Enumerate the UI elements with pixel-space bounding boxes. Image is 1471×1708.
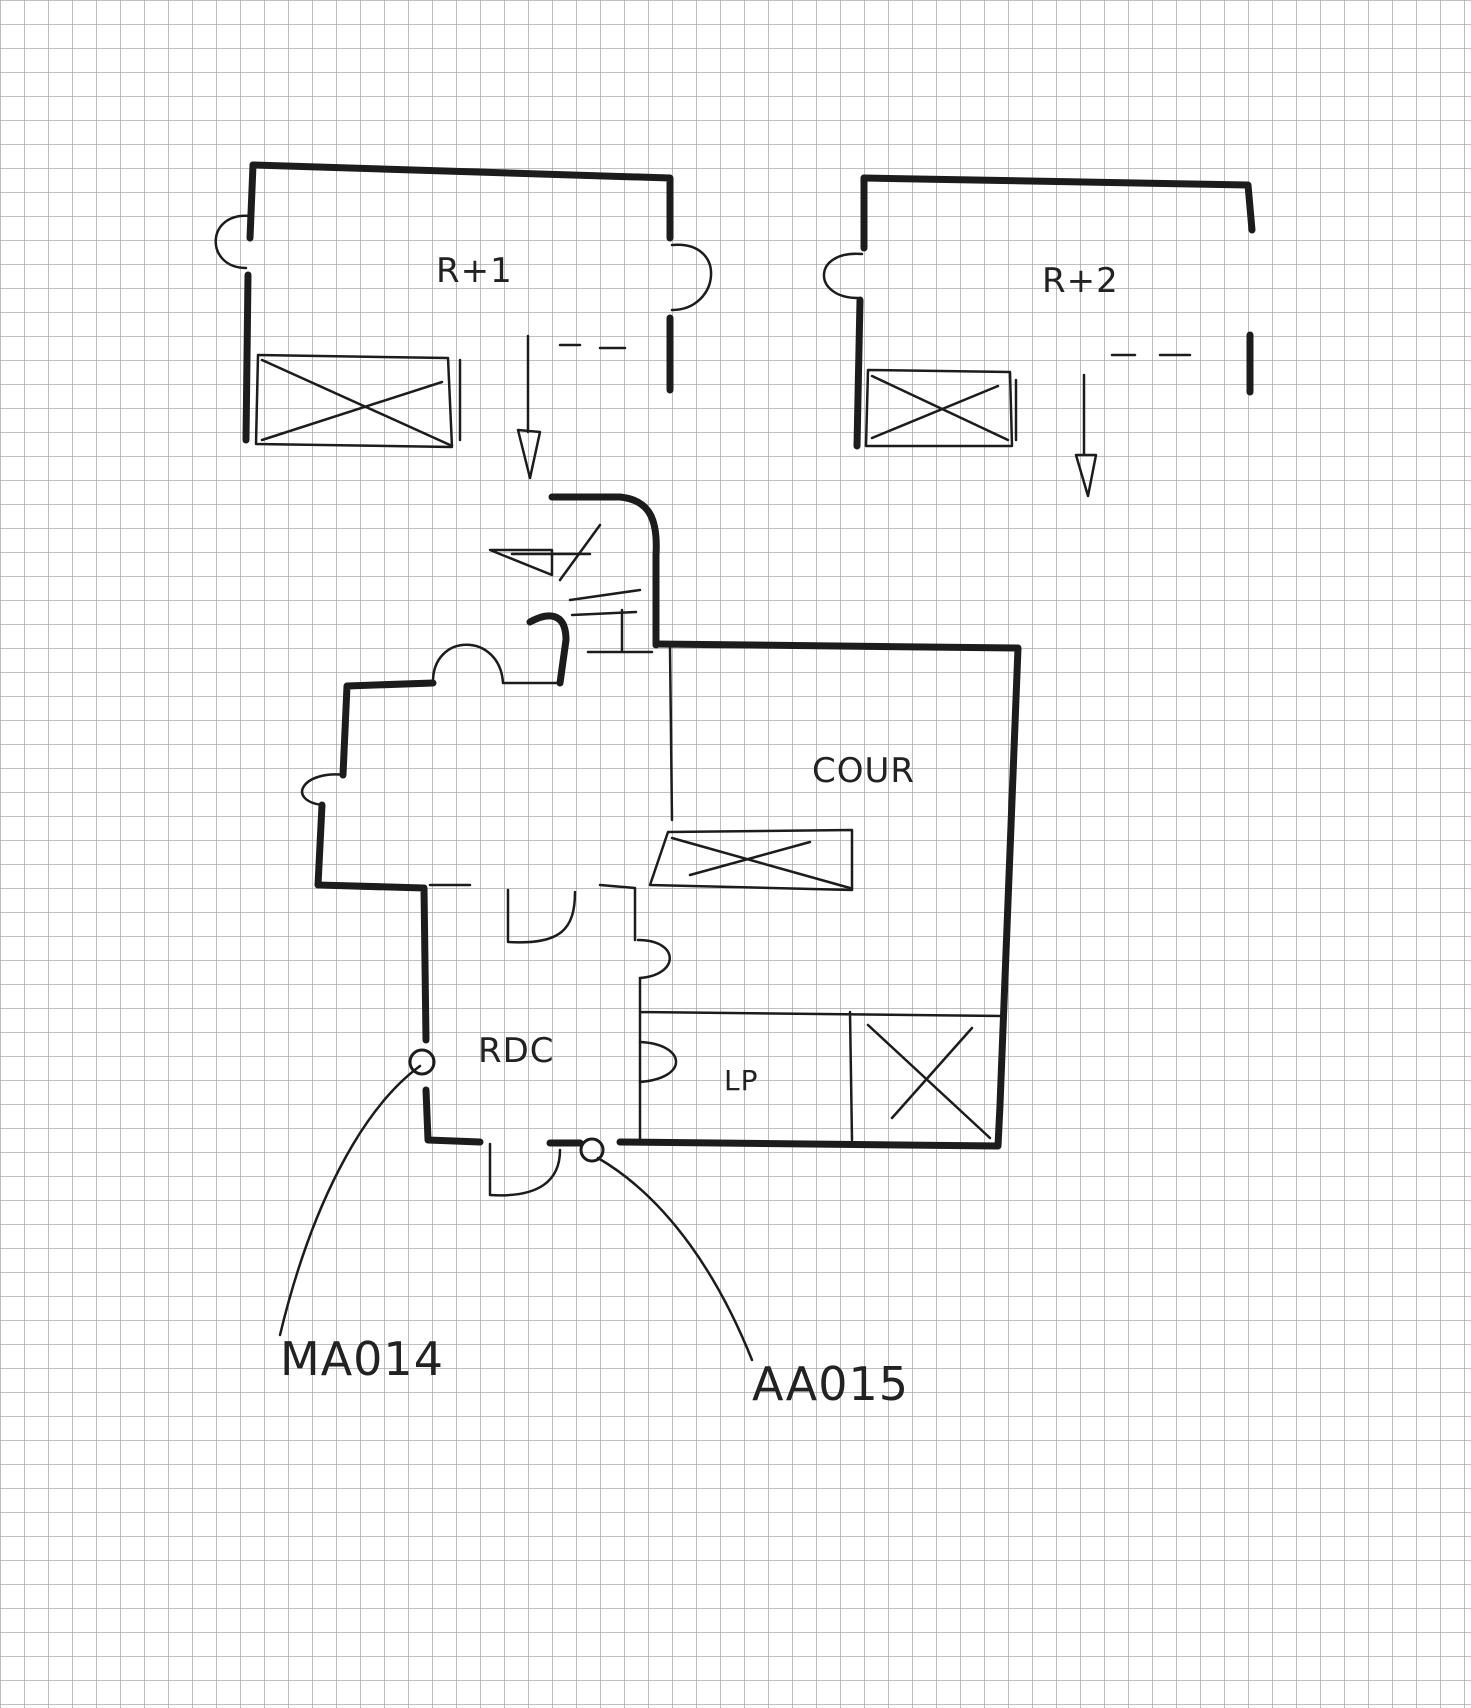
- r2-left-wall: [853, 174, 868, 450]
- rdc-outer-wall: [314, 640, 1022, 1150]
- room-r2-block: [822, 174, 1256, 498]
- rdc-cour-counter-cross: [670, 836, 852, 890]
- callouts: [278, 1048, 754, 1362]
- label-r1: R+1: [436, 251, 513, 291]
- r1-left-door: [214, 214, 252, 270]
- r1-bed-frame: [254, 353, 454, 449]
- r2-bed-cross: [870, 374, 1010, 442]
- r2-wall: [860, 174, 1256, 396]
- room-rdc-block: [300, 640, 1022, 1197]
- rdc-partition-1: [668, 646, 674, 822]
- left-callout-leader: [278, 1064, 422, 1337]
- label-rdc: RDC: [478, 1031, 555, 1071]
- rdc-wc-door: [506, 888, 577, 944]
- rdc-mid-door: [636, 938, 671, 980]
- label-lp: LP: [724, 1064, 758, 1097]
- stair-block: [488, 493, 660, 687]
- stair-outer-wall: [548, 493, 660, 649]
- label-left-callout: MA014: [280, 1332, 444, 1386]
- r2-down-arrow: [1074, 373, 1098, 498]
- r1-wall: [249, 161, 674, 394]
- rdc-lp-cross: [866, 1023, 992, 1140]
- right-callout-leader: [596, 1156, 754, 1362]
- r1-left-wall: [242, 161, 257, 444]
- r2-left-door: [822, 252, 864, 300]
- right-callout-marker: [579, 1137, 605, 1163]
- stair-riser: [586, 608, 654, 654]
- stair-cut: [558, 523, 642, 617]
- left-callout-marker: [408, 1048, 436, 1076]
- rdc-left-door: [300, 773, 347, 807]
- r1-down-arrow: [516, 334, 542, 480]
- r1-dash: [558, 343, 627, 350]
- rdc-top-door: [431, 643, 562, 685]
- rdc-lp-wall: [638, 976, 1004, 1144]
- room-r1-block: [214, 161, 713, 480]
- label-r2: R+2: [1042, 261, 1119, 301]
- label-cour: COUR: [812, 751, 915, 791]
- stair-left-arrow: [488, 548, 592, 577]
- stair-inner-hook: [526, 612, 570, 687]
- rdc-partition-2: [428, 883, 637, 942]
- r2-bed-frame: [864, 368, 1014, 448]
- rdc-cour-counter: [648, 828, 854, 892]
- label-right-callout: AA015: [752, 1357, 909, 1411]
- rdc-bottom-door: [488, 1142, 562, 1197]
- rdc-lp-door: [638, 1040, 678, 1084]
- r1-bed-cross: [260, 358, 452, 447]
- r1-right-door: [670, 243, 713, 312]
